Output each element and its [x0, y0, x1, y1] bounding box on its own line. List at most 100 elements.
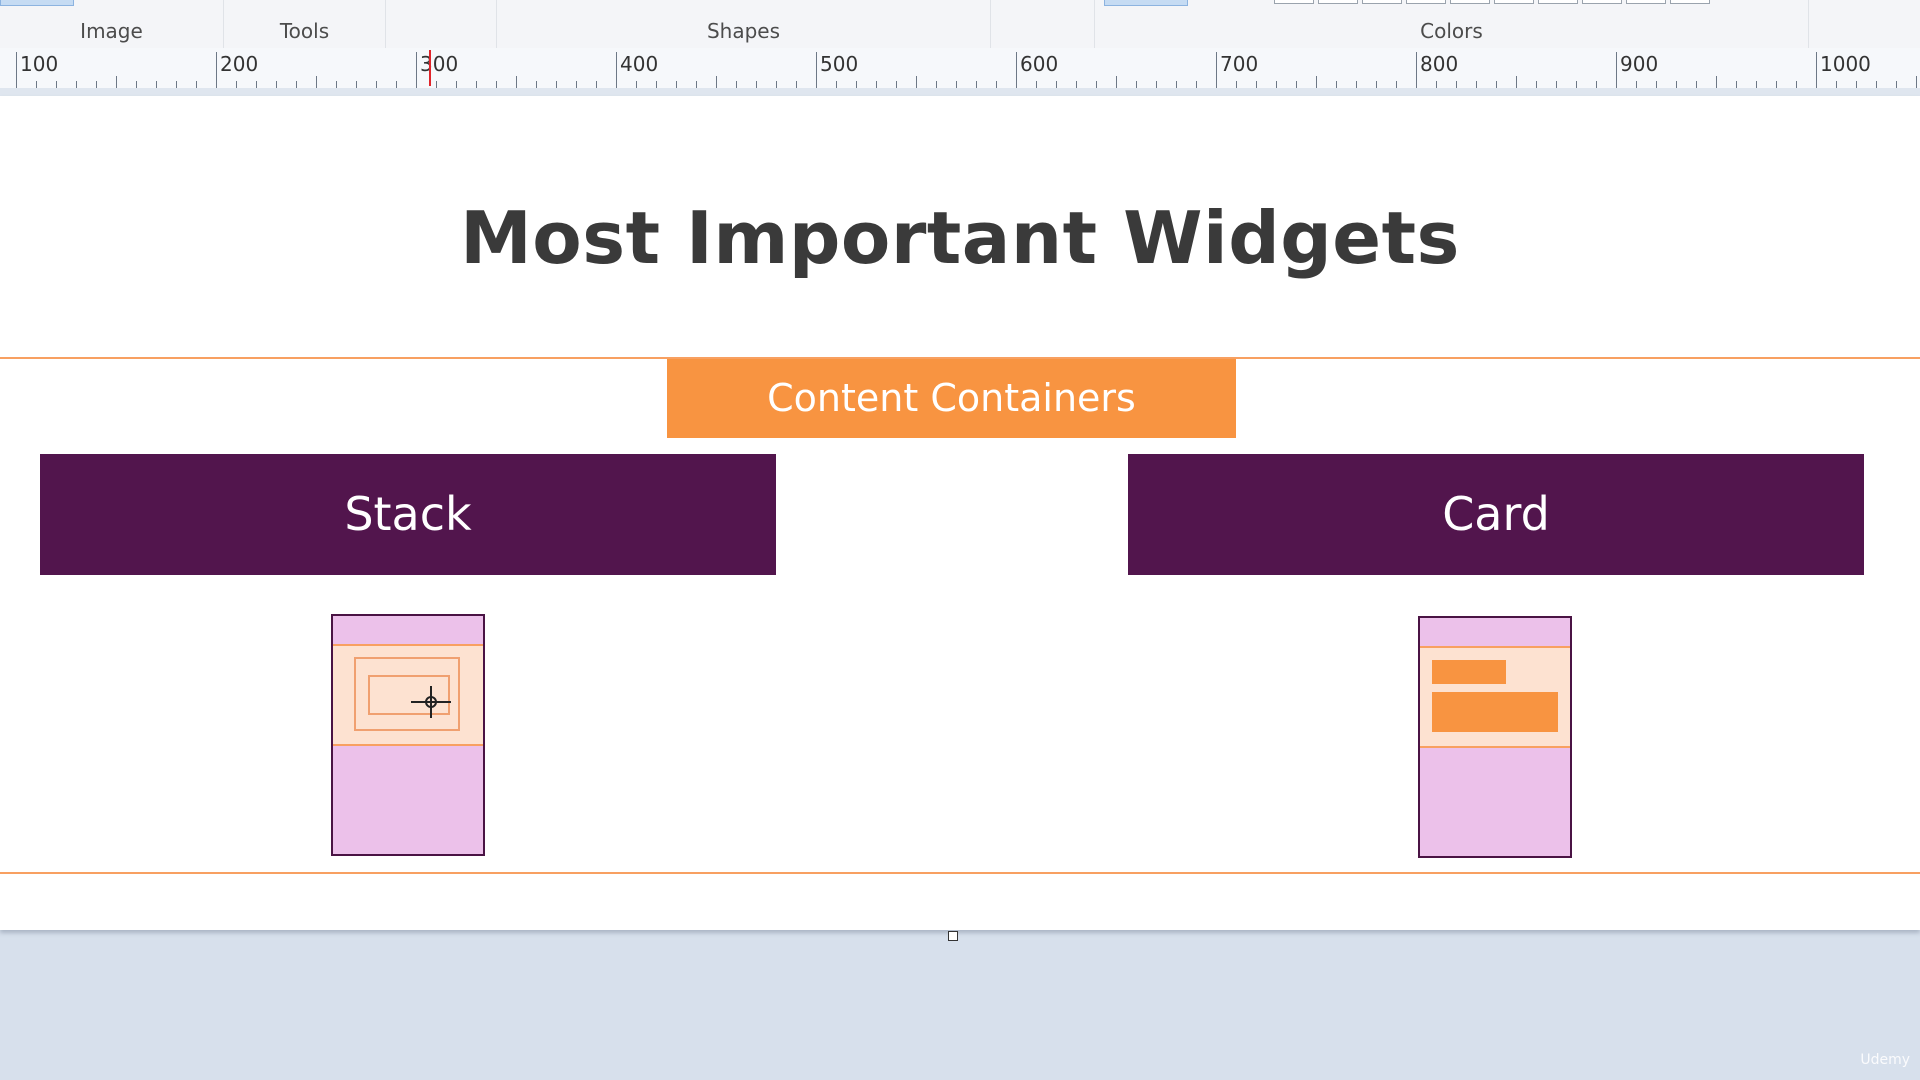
color-1-selector[interactable]: [1104, 0, 1188, 6]
color-swatch[interactable]: [1538, 0, 1578, 4]
card-illustration-band: [1420, 646, 1570, 748]
ruler-tick: [156, 81, 157, 88]
slide-title: Most Important Widgets: [460, 196, 1460, 280]
ruler-tick: [176, 81, 177, 88]
color-swatch[interactable]: [1494, 0, 1534, 4]
ruler-label: 800: [1420, 52, 1459, 76]
color-swatch[interactable]: [1450, 0, 1490, 4]
ruler-tick: [976, 81, 977, 88]
ruler-tick: [596, 81, 597, 88]
color-swatch[interactable]: [1582, 0, 1622, 4]
bottom-divider-line: [0, 872, 1920, 874]
ruler-tick: [1256, 81, 1257, 88]
ruler-tick: [996, 81, 997, 88]
ruler-tick: [96, 81, 97, 88]
ruler-tick: [756, 81, 757, 88]
ruler-label: 600: [1020, 52, 1059, 76]
horizontal-ruler: 100 200 300 400 500 600 700 800 900 1000: [0, 48, 1920, 89]
ruler-tick: [876, 81, 877, 88]
color-swatch[interactable]: [1626, 0, 1666, 4]
ruler-tick: [1276, 81, 1277, 88]
ruler-tick: [316, 76, 317, 88]
ruler-tick: [36, 81, 37, 88]
ruler-tick: [636, 81, 637, 88]
ruler-tick: [936, 81, 937, 88]
ruler-tick: [676, 81, 677, 88]
ruler-tick: [1076, 81, 1077, 88]
ribbon-group-tools[interactable]: Tools: [224, 0, 386, 48]
ruler-tick: [476, 81, 477, 88]
ruler-tick: [856, 81, 857, 88]
color-swatch[interactable]: [1406, 0, 1446, 4]
drawing-canvas[interactable]: Most Important Widgets Content Container…: [0, 96, 1920, 930]
ribbon-group-colors[interactable]: Colors: [1095, 0, 1809, 48]
ruler-tick: [1136, 81, 1137, 88]
ribbon-selected-tool[interactable]: [0, 0, 74, 6]
color-swatch[interactable]: [1362, 0, 1402, 4]
ruler-tick: [1796, 81, 1797, 88]
ruler-tick: [296, 81, 297, 88]
ribbon-group-shapes[interactable]: Shapes: [497, 0, 991, 48]
ruler-tick: [1616, 52, 1617, 88]
ruler-tick: [1716, 76, 1717, 88]
color-swatch[interactable]: [1318, 0, 1358, 4]
ribbon-group-spacer: [386, 0, 497, 48]
ruler-tick: [1596, 81, 1597, 88]
ruler-tick: [1916, 76, 1917, 88]
ruler-label: 200: [220, 52, 259, 76]
ruler-tick: [1576, 81, 1577, 88]
ribbon-group-label: Colors: [1420, 19, 1483, 43]
ruler-tick: [1436, 81, 1437, 88]
ruler-position-marker: [429, 50, 431, 86]
ruler-tick: [1096, 81, 1097, 88]
ruler-tick: [956, 81, 957, 88]
ruler-tick: [1116, 76, 1117, 88]
color-swatch[interactable]: [1274, 0, 1314, 4]
ruler-tick: [456, 81, 457, 88]
ruler-tick: [1316, 76, 1317, 88]
ruler-tick: [776, 81, 777, 88]
color-swatch[interactable]: [1670, 0, 1710, 4]
ruler-tick: [1396, 81, 1397, 88]
ruler-tick: [1656, 81, 1657, 88]
ruler-tick: [1696, 81, 1697, 88]
ruler-tick: [196, 81, 197, 88]
ruler-tick: [736, 81, 737, 88]
ruler-tick: [1816, 52, 1817, 88]
ruler-tick: [656, 81, 657, 88]
ruler-label: 300: [420, 52, 459, 76]
ruler-tick: [1496, 81, 1497, 88]
ruler-tick: [1156, 81, 1157, 88]
ruler-tick: [136, 81, 137, 88]
ruler-tick: [1296, 81, 1297, 88]
ruler-tick: [376, 81, 377, 88]
ruler-tick: [1516, 76, 1517, 88]
ruler-tick: [1016, 52, 1017, 88]
card-layout-icon: [1432, 660, 1558, 732]
ruler-tick: [716, 76, 717, 88]
ruler-tick: [1456, 81, 1457, 88]
ruler-tick: [536, 81, 537, 88]
ribbon-group-image[interactable]: Image: [0, 0, 224, 48]
ruler-tick: [276, 81, 277, 88]
ruler-tick: [1476, 81, 1477, 88]
ruler-tick: [116, 76, 117, 88]
ruler-tick: [256, 81, 257, 88]
ruler-label: 1000: [1820, 52, 1871, 76]
ruler-tick: [416, 52, 417, 88]
canvas-resize-handle[interactable]: [948, 931, 958, 941]
ruler-label: 100: [20, 52, 59, 76]
stack-illustration-band: [333, 644, 483, 746]
ruler-tick: [76, 81, 77, 88]
ruler-underbar: [0, 88, 1920, 96]
ribbon-group-label: Shapes: [706, 19, 781, 43]
ruler-tick: [56, 81, 57, 88]
ruler-tick: [616, 52, 617, 88]
ruler-tick: [816, 52, 817, 88]
ribbon-group-label: Tools: [279, 19, 330, 43]
ribbon-group-label: Image: [80, 19, 143, 43]
ruler-tick: [696, 81, 697, 88]
ruler-label: 500: [820, 52, 859, 76]
ruler-tick: [836, 81, 837, 88]
ruler-tick: [356, 81, 357, 88]
